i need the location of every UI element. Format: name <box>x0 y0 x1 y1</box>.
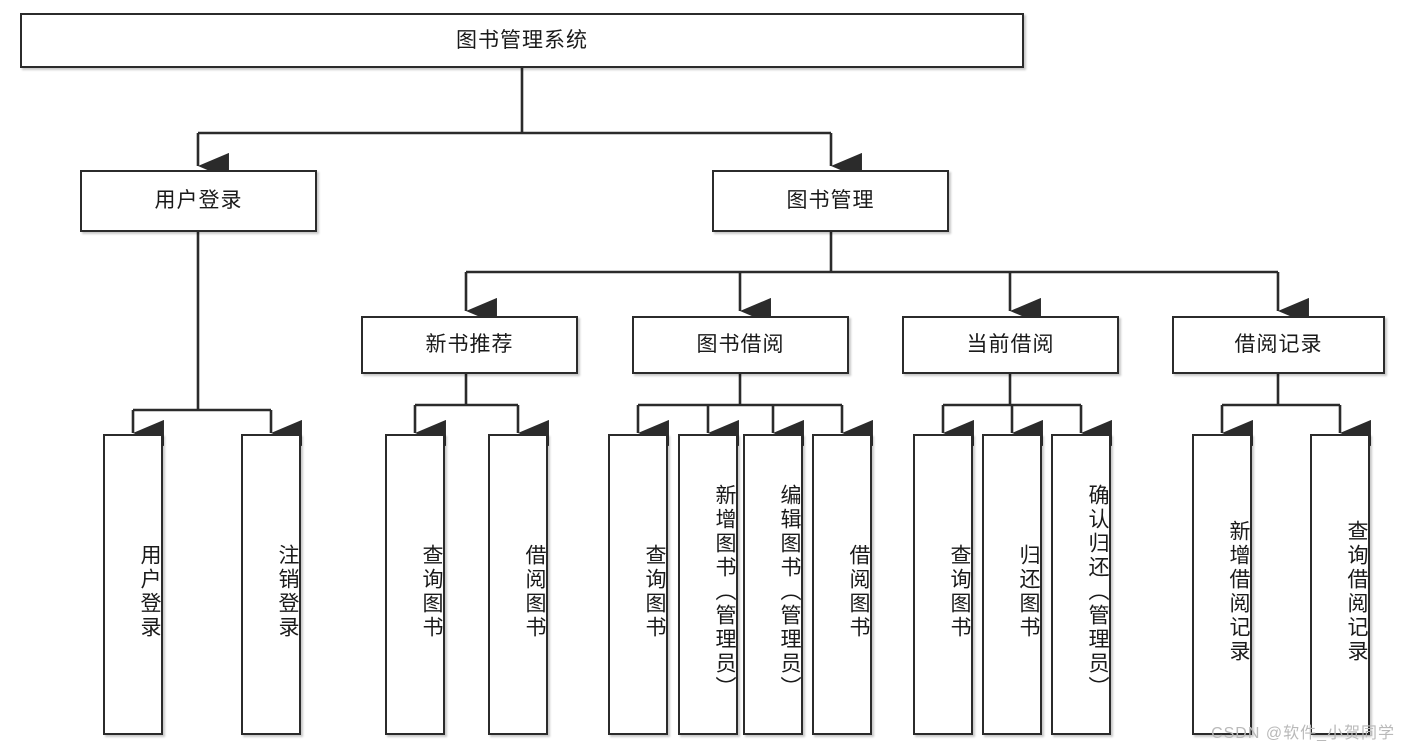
node-label: 查询图书 <box>643 543 666 640</box>
node-label: 借阅图书 <box>847 543 870 640</box>
leaf-query-book-3[interactable]: 查询图书 <box>913 434 973 735</box>
node-book-borrow[interactable]: 图书借阅 <box>632 316 849 374</box>
node-label: 用户登录 <box>138 543 161 640</box>
leaf-add-book[interactable]: 新增图书（管理员） <box>678 434 738 735</box>
node-label: 归还图书 <box>1017 543 1040 640</box>
node-label: 查询借阅记录 <box>1345 519 1368 664</box>
node-label: 确认归还（管理员） <box>1086 483 1109 700</box>
leaf-user-login[interactable]: 用户登录 <box>103 434 163 735</box>
node-label: 图书管理系统 <box>456 28 588 52</box>
leaf-return-book[interactable]: 归还图书 <box>982 434 1042 735</box>
node-label: 新增借阅记录 <box>1227 519 1250 664</box>
node-label: 新书推荐 <box>425 333 514 357</box>
node-label: 查询图书 <box>420 543 443 640</box>
node-label: 编辑图书（管理员） <box>778 483 801 700</box>
node-label: 查询图书 <box>948 543 971 640</box>
node-label: 注销登录 <box>276 543 299 640</box>
leaf-query-record[interactable]: 查询借阅记录 <box>1310 434 1370 735</box>
leaf-edit-book[interactable]: 编辑图书（管理员） <box>743 434 803 735</box>
leaf-user-logout[interactable]: 注销登录 <box>241 434 301 735</box>
node-label: 借阅记录 <box>1234 333 1323 357</box>
leaf-query-book-2[interactable]: 查询图书 <box>608 434 668 735</box>
leaf-borrow-book-2[interactable]: 借阅图书 <box>812 434 872 735</box>
node-label: 图书管理 <box>786 189 875 213</box>
node-new-book-rec[interactable]: 新书推荐 <box>361 316 578 374</box>
node-book-manage[interactable]: 图书管理 <box>712 170 949 232</box>
node-current-borrow[interactable]: 当前借阅 <box>902 316 1119 374</box>
node-borrow-record[interactable]: 借阅记录 <box>1172 316 1385 374</box>
node-label: 用户登录 <box>154 189 243 213</box>
node-label: 借阅图书 <box>523 543 546 640</box>
leaf-query-book-1[interactable]: 查询图书 <box>385 434 445 735</box>
node-label: 图书借阅 <box>696 333 785 357</box>
node-root-system[interactable]: 图书管理系统 <box>20 13 1024 68</box>
node-user-login[interactable]: 用户登录 <box>80 170 317 232</box>
node-label: 当前借阅 <box>966 333 1055 357</box>
leaf-confirm-return[interactable]: 确认归还（管理员） <box>1051 434 1111 735</box>
leaf-borrow-book-1[interactable]: 借阅图书 <box>488 434 548 735</box>
leaf-add-record[interactable]: 新增借阅记录 <box>1192 434 1252 735</box>
node-label: 新增图书（管理员） <box>713 483 736 700</box>
